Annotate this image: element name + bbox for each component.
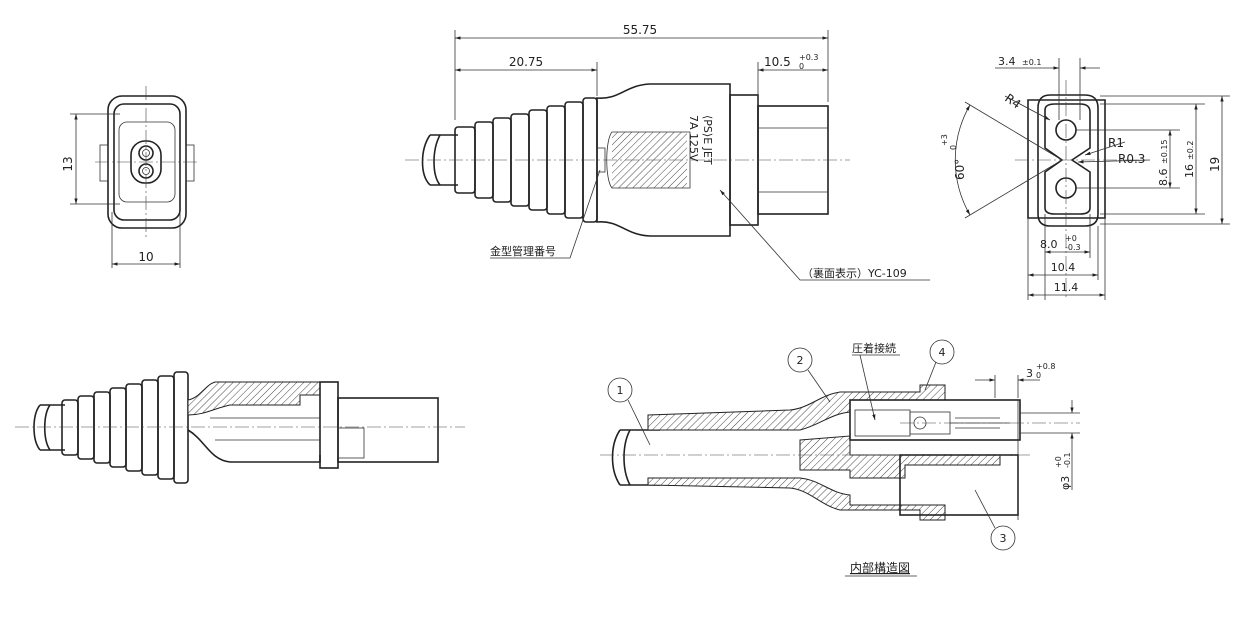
inner-height-tol: ±0.2 xyxy=(1186,141,1195,160)
end-height-dim: 13 xyxy=(61,156,75,171)
internal-structure-view: 3 +0.8 0 φ3 +0 -0.1 圧着接続 1 2 3 xyxy=(600,339,1080,577)
front-length-dim: 10.5 xyxy=(764,55,791,69)
width-a-dim: 8.0 xyxy=(1040,238,1058,251)
outer-height-dim: 19 xyxy=(1208,157,1222,172)
crimp-label: 圧着接続 xyxy=(852,341,896,355)
angle-tol-upper: +3 xyxy=(940,134,949,146)
radius-1-label: R1 xyxy=(1108,136,1124,150)
front-length-tol-upper: +0.3 xyxy=(799,53,818,62)
pitch-tol: ±0.1 xyxy=(1022,58,1041,67)
callout-3: 3 xyxy=(974,489,1016,551)
width-a-tol-lower: -0.3 xyxy=(1065,243,1081,252)
back-marking-label: （裏面表示）YC-109 xyxy=(802,266,907,280)
boot-length-dim: 20.75 xyxy=(509,55,543,69)
pin-depth-tol-upper: +0.8 xyxy=(1036,362,1055,371)
inner-height-dim: 16 xyxy=(1183,164,1196,178)
width-a-tol-upper: +0 xyxy=(1065,234,1077,243)
mold-number-label: 金型管理番号 xyxy=(490,244,556,258)
angle-tol-lower: 0 xyxy=(949,145,958,150)
svg-text:1: 1 xyxy=(617,384,624,397)
side-view: ⟨PS⟩E JET 7A 125V 55.75 20.75 10.5 +0.3 … xyxy=(405,23,930,281)
end-width-dim: 10 xyxy=(138,250,153,264)
radius-2-label: R0.3 xyxy=(1118,152,1145,166)
pin-depth-tol-lower: 0 xyxy=(1036,371,1041,380)
callout-4: 4 xyxy=(924,339,955,391)
pin-dia-tol-lower: -0.1 xyxy=(1063,452,1072,468)
marking-line1: ⟨PS⟩E JET xyxy=(701,115,714,165)
slot-height-tol: ±0.15 xyxy=(1160,139,1169,164)
internal-structure-caption: 内部構造図 xyxy=(850,560,910,575)
svg-text:4: 4 xyxy=(939,346,946,359)
svg-text:2: 2 xyxy=(797,354,804,367)
callout-1: 1 xyxy=(607,377,651,446)
end-view: 13 10 xyxy=(61,86,200,268)
callout-2: 2 xyxy=(787,347,831,403)
front-face-view: 60° +3 0 3.4 ±0.1 R4 R1 R0.3 8.6 ±0.15 1… xyxy=(940,55,1230,300)
pin-dia-tol-upper: +0 xyxy=(1054,456,1063,468)
overall-length-dim: 55.75 xyxy=(623,23,657,37)
radius-corner-label: R4 xyxy=(1002,91,1023,112)
pin-depth-dim: 3 xyxy=(1026,367,1033,380)
svg-text:3: 3 xyxy=(1000,532,1007,545)
pitch-dim: 3.4 xyxy=(998,55,1016,68)
half-section-view xyxy=(15,371,465,484)
slot-height-dim: 8.6 xyxy=(1157,169,1170,187)
pin-dia-dim: φ3 xyxy=(1059,476,1072,490)
marking-line2: 7A 125V xyxy=(687,115,700,162)
width-b-dim: 10.4 xyxy=(1051,261,1076,274)
angle-dim: 60° xyxy=(953,159,967,180)
front-length-tol-lower: 0 xyxy=(799,62,804,71)
width-c-dim: 11.4 xyxy=(1054,281,1079,294)
